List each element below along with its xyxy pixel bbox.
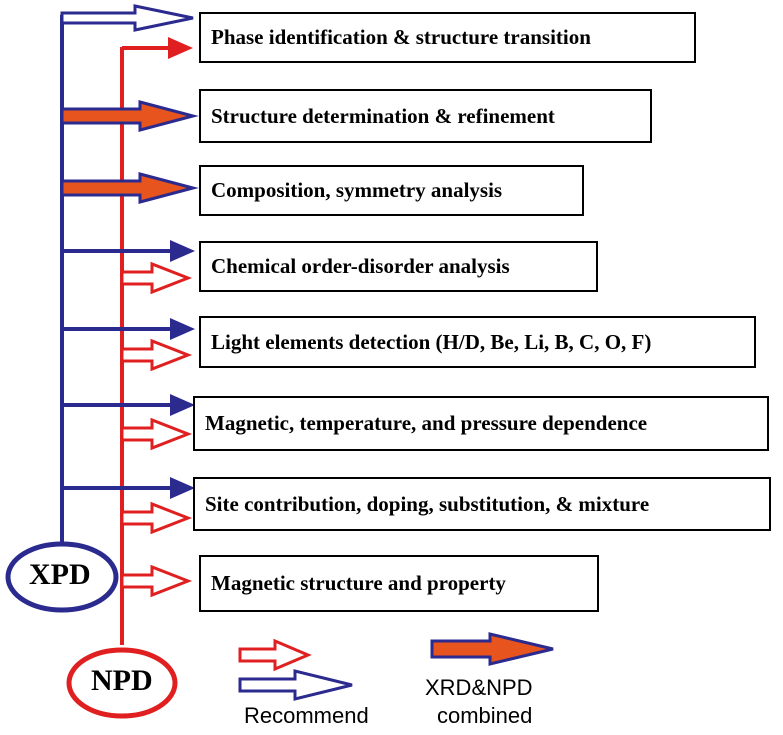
box-composition-symmetry: Composition, symmetry analysis [199, 165, 584, 216]
legend-npd-open-arrow [238, 638, 312, 672]
box-structure-determination: Structure determination & refinement [199, 89, 652, 143]
box-magnetic-temperature: Magnetic, temperature, and pressure depe… [193, 396, 769, 451]
combined-arrow [60, 172, 199, 204]
legend-xpd-open-arrow [238, 669, 353, 701]
box-site-contribution: Site contribution, doping, substitution,… [193, 477, 771, 531]
xpd-arrow-head [170, 240, 195, 262]
box-chemical-order: Chemical order-disorder analysis [199, 241, 598, 292]
npd-open-arrow [120, 261, 193, 295]
box-magnetic-structure: Magnetic structure and property [199, 555, 599, 612]
xpd-node-circle [5, 541, 119, 613]
npd-arrow-head [168, 37, 193, 59]
legend-combined-label-line1: XRD&NPD [425, 675, 533, 700]
combined-arrow [60, 100, 199, 132]
npd-label: NPD [91, 664, 153, 697]
npd-node-circle [66, 647, 178, 719]
npd-open-arrow [120, 417, 193, 451]
legend-combined-arrow [430, 632, 554, 666]
xpd-arrow-head [170, 477, 195, 499]
legend-recommend-label: Recommend [244, 703, 369, 728]
legend-combined-label-line2: combined [437, 703, 533, 728]
xpd-label: XPD [29, 558, 91, 591]
box-phase-identification: Phase identification & structure transit… [199, 12, 696, 63]
npd-open-arrow [120, 338, 193, 372]
box-light-elements: Light elements detection (H/D, Be, Li, B… [199, 316, 756, 368]
xpd-open-arrow [60, 4, 194, 32]
npd-open-arrow [120, 501, 193, 535]
xpd-arrow-head [170, 318, 195, 340]
xpd-arrow-head [170, 394, 195, 416]
npd-open-arrow [120, 564, 193, 598]
